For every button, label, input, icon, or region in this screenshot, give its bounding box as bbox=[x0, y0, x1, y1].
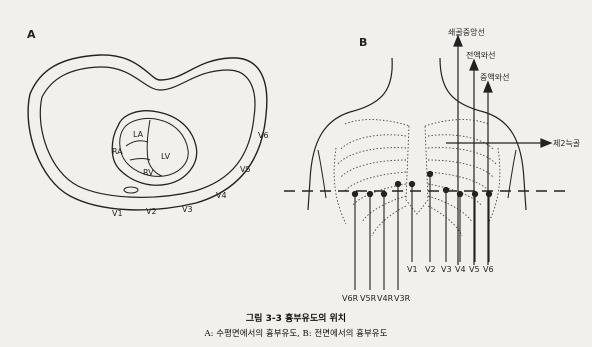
label-mid-axillary: 중액와선 bbox=[480, 72, 509, 82]
panel-b-label: B bbox=[359, 36, 367, 49]
electrode-v6 bbox=[486, 191, 491, 196]
caption-subtitle: A: 수평면에서의 흉부유도, B: 전면에서의 흉부유도 bbox=[204, 328, 388, 339]
lead-a-v5: V5 bbox=[240, 165, 251, 174]
lead-a-v4: V4 bbox=[216, 191, 227, 200]
electrode-v3 bbox=[443, 187, 448, 192]
lead-b-v3r: V3R bbox=[394, 294, 411, 303]
atrial-divider bbox=[126, 141, 148, 146]
lead-b-v6r: V6R bbox=[342, 294, 359, 303]
heart-inner bbox=[120, 118, 188, 176]
electrode-v5 bbox=[472, 191, 477, 196]
sternum-mark bbox=[124, 187, 138, 193]
panel-a-label: A bbox=[27, 28, 36, 41]
electrode-v1 bbox=[409, 181, 414, 186]
lead-a-v1: V1 bbox=[112, 209, 123, 218]
label-lv: LV bbox=[161, 152, 171, 161]
lead-b-v6: V6 bbox=[483, 265, 494, 274]
torso-outline-left bbox=[308, 58, 392, 210]
lead-b-v4: V4 bbox=[455, 265, 466, 274]
electrode-v4 bbox=[457, 191, 462, 196]
electrode-v4r bbox=[381, 191, 386, 196]
anterior-axillary-arrow-icon bbox=[470, 60, 478, 70]
electrode-v2 bbox=[427, 171, 432, 176]
label-rv: RV bbox=[143, 168, 154, 177]
electrode-v3r bbox=[395, 181, 400, 186]
caption: 그림 3-3 흉부유도의 위치 A: 수평면에서의 흉부유도, B: 전면에서의… bbox=[204, 312, 388, 339]
label-anterior-axillary: 전액와선 bbox=[466, 50, 495, 60]
electrode-v5r bbox=[367, 191, 372, 196]
heart-outline bbox=[112, 111, 196, 185]
mid-axillary-arrow-icon bbox=[484, 82, 492, 92]
lead-b-v3: V3 bbox=[441, 265, 452, 274]
reference-lines bbox=[446, 36, 551, 265]
panel-b: B bbox=[284, 27, 580, 303]
lead-a-v2: V2 bbox=[146, 207, 157, 216]
label-la: LA bbox=[133, 130, 144, 139]
electrodes-right-chest bbox=[409, 171, 491, 262]
panel-b-leads-left: V1 V2 V3 V4 V5 V6 bbox=[407, 265, 494, 274]
midclavicular-arrow-icon bbox=[454, 36, 462, 46]
panel-b-leads-right: V6R V5R V4R V3R bbox=[342, 294, 411, 303]
lead-b-v4r: V4R bbox=[377, 294, 394, 303]
electrodes-right-sided bbox=[352, 181, 400, 290]
lead-b-v5r: V5R bbox=[360, 294, 377, 303]
thorax-outline-inner bbox=[40, 67, 255, 197]
lead-b-v2: V2 bbox=[425, 265, 436, 274]
electrode-v6r bbox=[352, 191, 357, 196]
label-midclavicular: 쇄골중앙선 bbox=[448, 27, 485, 37]
thorax-outline-outer bbox=[28, 55, 267, 210]
rv-divider bbox=[130, 159, 150, 161]
panel-a: A LA RA LV RV V1 V2 V3 V4 V5 V6 bbox=[27, 28, 269, 218]
lead-a-v3: V3 bbox=[182, 205, 193, 214]
label-second-intercostal: 제2늑골 bbox=[553, 139, 580, 148]
lead-b-v5: V5 bbox=[469, 265, 480, 274]
second-intercostal-arrow-icon bbox=[541, 139, 551, 147]
lead-b-v1: V1 bbox=[407, 265, 418, 274]
lead-a-v6: V6 bbox=[258, 131, 269, 140]
label-ra: RA bbox=[112, 147, 123, 156]
heart: LA RA LV RV bbox=[112, 111, 197, 185]
panel-a-leads: V1 V2 V3 V4 V5 V6 bbox=[112, 131, 269, 218]
caption-title: 그림 3-3 흉부유도의 위치 bbox=[246, 312, 346, 324]
